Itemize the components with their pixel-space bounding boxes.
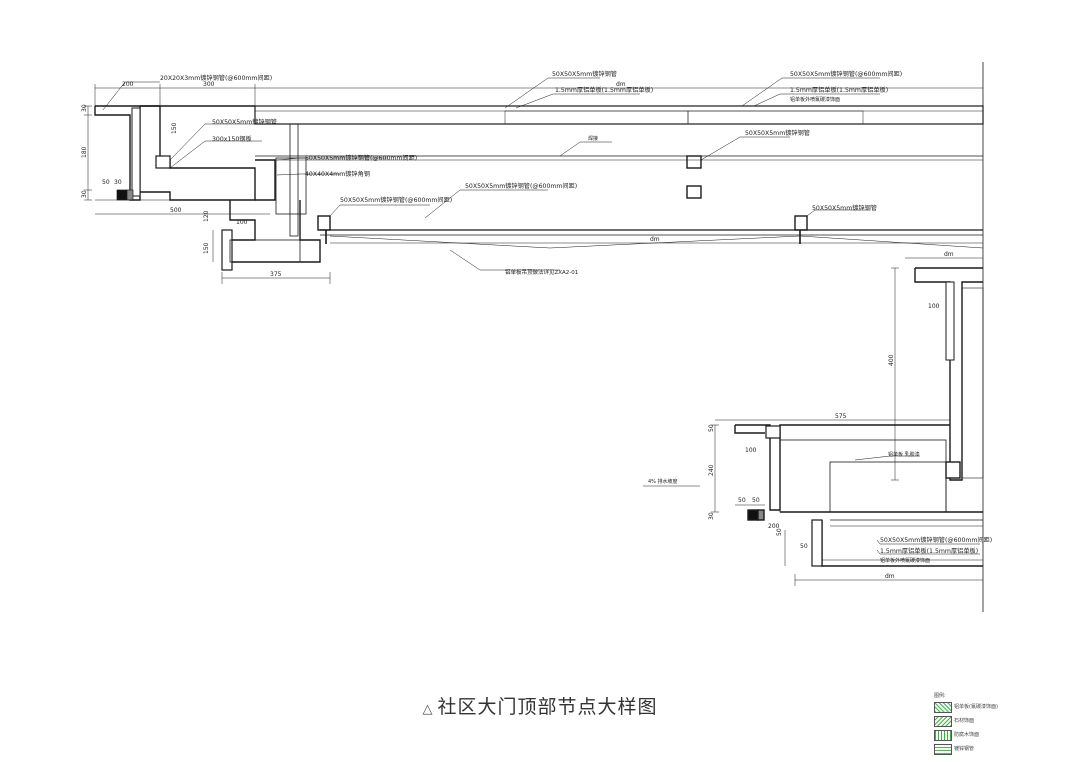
label-steel-tube-b: 50X50X5mm镀锌钢管(@600mm间距) [305, 154, 417, 162]
hatch-swatch-icon [934, 744, 952, 755]
dim-50f: 50 [800, 543, 808, 550]
label-steel-tube-20x20: 20X20X3mm镀锌钢管(@600mm间距) [160, 74, 272, 82]
label-plate-lower: 1.5mm厚铝单板(1.5mm厚铝单板) [880, 547, 978, 555]
dim-100a: 100 [236, 219, 248, 226]
legend-item: 镀锌钢管 [934, 744, 994, 758]
dim-150a: 150 [171, 122, 178, 134]
label-side-note: 4% 排水坡度 [648, 478, 678, 485]
legend-title: 图例: [934, 693, 946, 699]
legend-item: 防腐木饰面 [934, 730, 994, 744]
dim-100b: 100 [928, 303, 940, 310]
legend-label: 防腐木饰面 [954, 732, 980, 738]
hatch-swatch-icon [934, 702, 952, 713]
dim-50b: 50 [708, 424, 715, 432]
label-steel-tube-lower: 50X50X5mm镀锌钢管(@600mm间距) [880, 536, 992, 544]
dim-240: 240 [708, 464, 715, 476]
label-plate-right: 1.5mm厚铝单板(1.5mm厚铝单板) [790, 86, 888, 94]
label-plate-lower-note: 铝单板外喷氟碳漆饰面 [880, 557, 930, 564]
dim-50e: 50 [776, 528, 783, 536]
dim-50d: 50 [752, 497, 760, 504]
ceiling-assembly [320, 229, 984, 249]
dim-rt: dm [944, 251, 954, 258]
label-steel-tube-a: 50X50X5mm镀锌钢管 [212, 118, 277, 126]
hatch-swatch-icon [934, 730, 952, 741]
right-lower-assembly [734, 424, 983, 567]
label-weld: 焊接 [588, 135, 598, 142]
legend-item: 铝单板(氟碳漆饰面) [934, 702, 998, 716]
dim-30b: 30 [114, 179, 122, 186]
drawing-caption: △社区大门顶部节点大样图 [0, 692, 1080, 719]
label-steel-tube-top-right: 50X50X5mm镀锌钢管(@600mm间距) [790, 70, 902, 78]
top-beam-assembly [254, 105, 984, 161]
label-ceiling-ref: 铝单板吊顶做法详见ZXA2-01 [505, 268, 578, 276]
dim-375: 375 [270, 271, 282, 278]
legend-label: 镀锌钢管 [954, 746, 975, 752]
leader-lines [102, 77, 980, 555]
label-panel-note: 铝单板 乳胶漆 [888, 451, 920, 458]
dim-50c: 50 [738, 497, 746, 504]
dim-200: 200 [122, 81, 134, 88]
legend: 图例: 铝单板(氟碳漆饰面) 石材饰面 防腐木饰面 镀锌钢管 [934, 692, 998, 758]
dim-150b: 150 [203, 242, 210, 254]
dim-120: 120 [203, 210, 210, 222]
legend-label: 石材饰面 [954, 718, 975, 724]
label-embedded-plate: 300x150钢板 [212, 135, 252, 143]
dimension-lines [84, 84, 983, 586]
caption-title: 社区大门顶部节点大样图 [437, 696, 658, 718]
label-plate-note: 铝单板外喷氟碳漆饰面 [790, 96, 840, 103]
label-steel-tube-right-mid: 50X50X5mm镀锌钢管 [745, 129, 810, 137]
dim-50a: 50 [102, 179, 110, 186]
legend-label: 铝单板(氟碳漆饰面) [954, 704, 998, 710]
dim-180: 180 [81, 146, 88, 158]
dim-bottom: dm [885, 573, 895, 580]
dim-30d: 30 [708, 512, 715, 520]
dim-300: 300 [203, 81, 215, 88]
label-steel-tube-mid: 50X50X5mm镀锌钢管 [812, 204, 877, 212]
label-steel-tube-d: 50X50X5mm镀锌钢管(@600mm间距) [340, 196, 452, 204]
dim-200b: 200 [768, 523, 780, 530]
hatched-steel-sections [116, 155, 808, 231]
dim-30a: 30 [81, 104, 88, 112]
right-column-assembly [914, 267, 984, 481]
dim-575: 575 [835, 413, 847, 420]
label-angle: 40X40X4mm镀锌角钢 [305, 170, 370, 178]
left-parapet-profile [94, 105, 321, 271]
caption-triangle-icon: △ [422, 702, 434, 717]
label-plate-left: 1.5mm厚铝单板(1.5mm厚铝单板) [555, 86, 653, 94]
label-steel-tube-top: 50X50X5mm镀锌钢管 [552, 70, 617, 78]
dim-500: 500 [170, 207, 182, 214]
dim-top: dm [616, 81, 626, 88]
hatch-swatch-icon [934, 716, 952, 727]
dim-100c: 100 [745, 447, 757, 454]
label-steel-tube-c: 50X50X5mm镀锌钢管(@600mm间距) [465, 182, 577, 190]
dim-400: 400 [888, 354, 895, 366]
dim-30c: 30 [81, 190, 88, 198]
dim-mid: dm [650, 236, 660, 243]
legend-item: 石材饰面 [934, 716, 994, 730]
